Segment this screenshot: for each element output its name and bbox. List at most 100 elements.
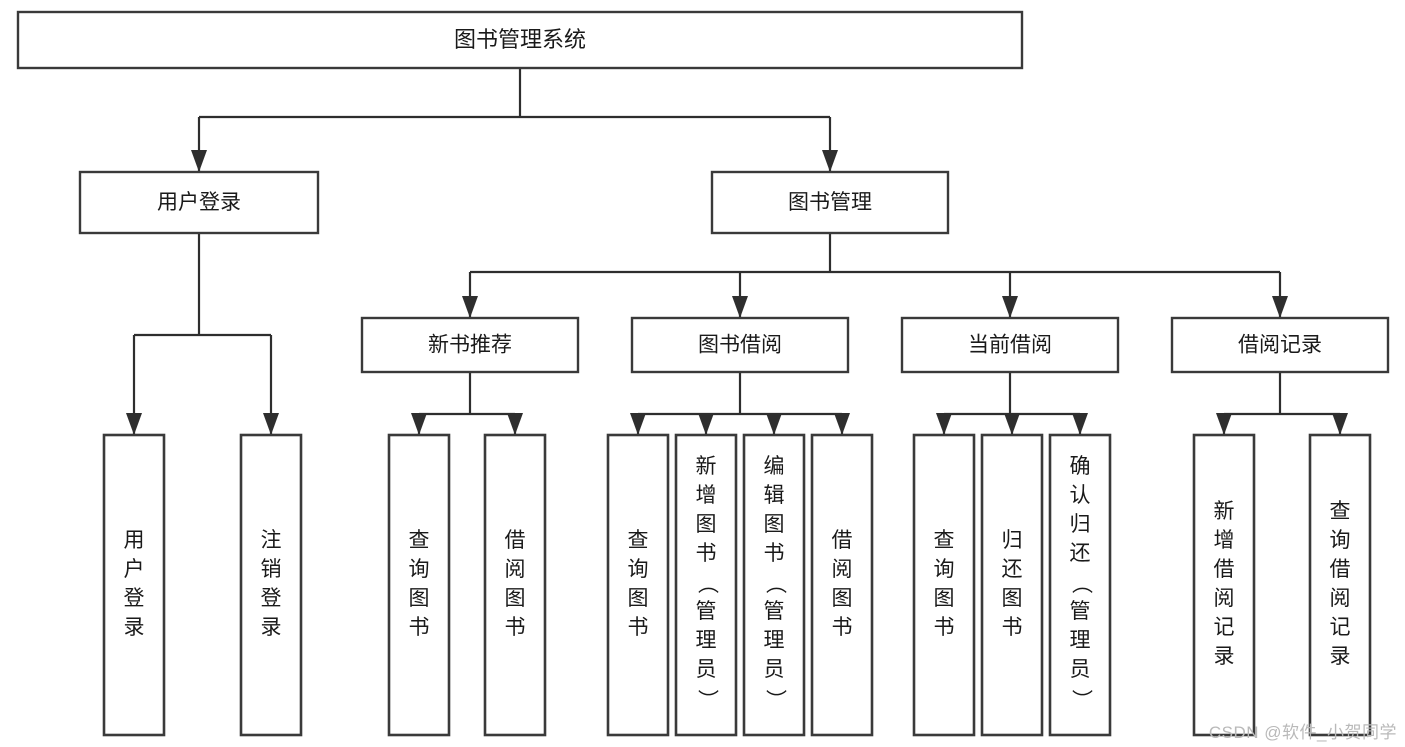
- leaf-node-2-rect: [387, 433, 451, 737]
- leaf-node-10-char: （: [1069, 573, 1092, 594]
- leaf-node-7-char: 书: [832, 616, 853, 639]
- leaf-node-11-char: 阅: [1214, 587, 1235, 610]
- level1-node-0-label: 用户登录: [157, 191, 241, 214]
- leaf-node-1-char: 登: [261, 587, 282, 610]
- level2-node-1-label: 图书借阅: [698, 334, 782, 357]
- leaf-node-11-rect: [1192, 433, 1256, 737]
- leaf-node-10-char: 员: [1070, 658, 1091, 681]
- leaf-node-6-char: 管: [764, 600, 785, 623]
- leaf-node-8-rect: [912, 433, 976, 737]
- leaf-node-10-char: ）: [1069, 689, 1092, 710]
- leaf-node-8-char: 书: [934, 616, 955, 639]
- leaf-node-2-char: 书: [409, 616, 430, 639]
- leaf-node-3-rect: [483, 433, 547, 737]
- leaf-node-5-char: 管: [696, 600, 717, 623]
- leaf-node-5-char: 书: [696, 542, 717, 565]
- leaf-node-12-char: 询: [1330, 529, 1351, 552]
- leaf-node-1-char: 注: [261, 529, 282, 552]
- leaf-node-5-char: 理: [696, 629, 717, 652]
- level2-node-1-rect: [630, 316, 850, 374]
- leaf-node-11-char: 增: [1214, 529, 1235, 552]
- leaf-node-4-char: 书: [628, 616, 649, 639]
- leaf-node-0-char: 登: [124, 587, 145, 610]
- leaf-node-6-char: 图: [764, 513, 785, 536]
- leaf-node-0[interactable]: 用户登录: [102, 433, 166, 737]
- leaf-node-12-char: 查: [1330, 500, 1351, 523]
- leaf-node-4-rect: [606, 433, 670, 737]
- leaf-node-6-char: （: [763, 573, 786, 594]
- arrow-head-icon: [1002, 296, 1018, 318]
- leaf-node-6-char: ）: [763, 689, 786, 710]
- arrow-head-icon: [1004, 413, 1020, 435]
- arrow-head-icon: [126, 413, 142, 435]
- leaf-node-3-char: 图: [505, 587, 526, 610]
- arrow-head-icon: [1332, 413, 1348, 435]
- leaf-node-5-char: ）: [695, 689, 718, 710]
- leaf-node-9-rect: [980, 433, 1044, 737]
- leaf-node-9-char: 图: [1002, 587, 1023, 610]
- level2-node-1[interactable]: 图书借阅: [630, 316, 850, 374]
- leaf-node-5-char: 图: [696, 513, 717, 536]
- leaf-node-3-char: 阅: [505, 558, 526, 581]
- level2-node-0-label: 新书推荐: [428, 334, 512, 357]
- leaf-node-12-char: 阅: [1330, 587, 1351, 610]
- root-node-label: 图书管理系统: [454, 27, 586, 52]
- level2-node-3-rect: [1170, 316, 1390, 374]
- leaf-node-2-char: 图: [409, 587, 430, 610]
- level1-node-1[interactable]: 图书管理: [710, 170, 950, 235]
- level2-node-2[interactable]: 当前借阅: [900, 316, 1120, 374]
- leaf-node-7-char: 阅: [832, 558, 853, 581]
- arrow-head-icon: [766, 413, 782, 435]
- root-node[interactable]: 图书管理系统: [16, 10, 1024, 70]
- leaf-node-4-char: 询: [628, 558, 649, 581]
- level2-node-0-rect: [360, 316, 580, 374]
- arrow-head-icon: [263, 413, 279, 435]
- leaf-node-0-char: 户: [124, 558, 145, 581]
- leaf-node-2-char: 询: [409, 558, 430, 581]
- leaf-node-7-rect: [810, 433, 874, 737]
- connectors-layer: [126, 68, 1348, 435]
- level2-node-2-label: 当前借阅: [968, 334, 1052, 357]
- arrow-head-icon: [191, 150, 207, 172]
- level1-node-1-label: 图书管理: [788, 191, 872, 214]
- leaf-node-9-char: 书: [1002, 616, 1023, 639]
- level2-node-2-rect: [900, 316, 1120, 374]
- leaf-node-12-char: 录: [1330, 645, 1351, 668]
- leaf-node-5-char: （: [695, 573, 718, 594]
- leaf-node-3-char: 书: [505, 616, 526, 639]
- leaf-node-5-char: 员: [696, 658, 717, 681]
- leaf-node-7-char: 图: [832, 587, 853, 610]
- leaf-node-5-char: 新: [696, 455, 717, 478]
- leaf-node-1-char: 销: [261, 558, 282, 581]
- arrow-head-icon: [411, 413, 427, 435]
- level2-node-0[interactable]: 新书推荐: [360, 316, 580, 374]
- level1-node-0[interactable]: 用户登录: [78, 170, 320, 235]
- leaf-node-1-char: 录: [261, 616, 282, 639]
- leaf-node-6-char: 书: [764, 542, 785, 565]
- level1-node-0-rect: [78, 170, 320, 235]
- leaf-node-0-rect: [102, 433, 166, 737]
- arrow-head-icon: [698, 413, 714, 435]
- leaf-node-9-char: 归: [1002, 529, 1023, 552]
- level2-node-3[interactable]: 借阅记录: [1170, 316, 1390, 374]
- leaf-node-11-char: 借: [1214, 558, 1235, 581]
- leaf-node-10-char: 理: [1070, 629, 1091, 652]
- leaf-node-6-char: 辑: [764, 484, 785, 507]
- leaf-node-5-rect: [674, 433, 738, 737]
- watermark-text: CSDN @软件_小贺同学: [1208, 723, 1397, 742]
- leaf-node-10-char: 认: [1070, 484, 1091, 507]
- leaf-node-12-rect: [1308, 433, 1372, 737]
